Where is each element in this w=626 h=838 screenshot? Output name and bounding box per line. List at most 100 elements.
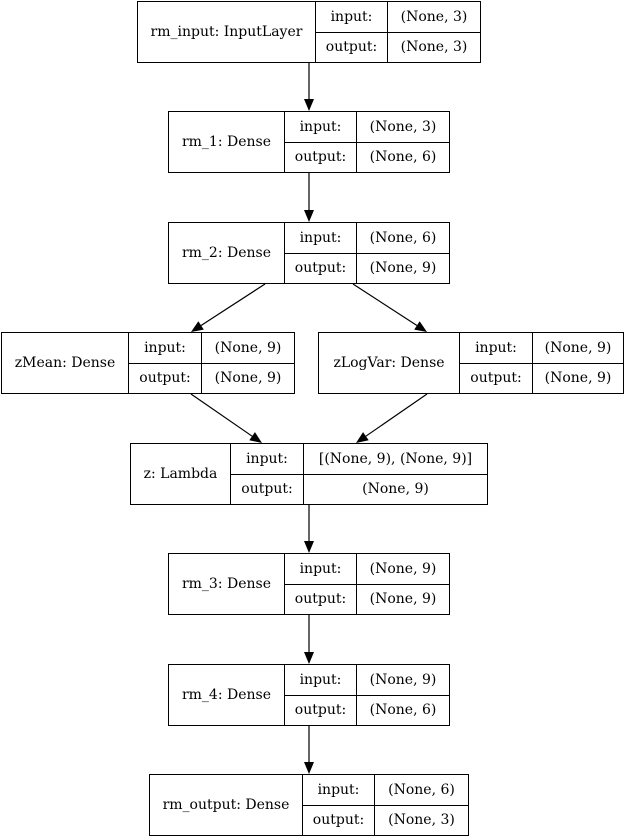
edge-line <box>365 393 428 437</box>
arrowhead-icon <box>191 321 204 332</box>
arrowhead-icon <box>304 541 314 553</box>
edge-line <box>190 393 253 437</box>
input-label: input: <box>285 112 357 142</box>
output-label: output: <box>285 695 357 725</box>
input-shape: (None, 6) <box>369 229 437 246</box>
output-label: output: <box>460 363 533 393</box>
output-label: output: <box>316 32 388 62</box>
input-label: input: <box>285 554 357 584</box>
output-row: output: (None, 6) <box>285 694 449 725</box>
output-shape: (None, 3) <box>388 812 455 829</box>
edge-rm-2-to-zlogvar <box>352 283 427 332</box>
edge-rm-input-to-rm-1 <box>304 63 314 111</box>
input-shape: (None, 9) <box>214 339 282 356</box>
output-label: output: <box>129 363 202 393</box>
input-shape: (None, 6) <box>388 781 455 798</box>
layer-ports: input: (None, 3) output: (None, 3) <box>316 2 480 62</box>
edge-rm-2-to-zmean <box>191 283 266 332</box>
layer-name: rm_input: InputLayer <box>138 2 316 62</box>
input-row: input: (None, 3) <box>316 2 480 32</box>
layer-name: rm_output: Dense <box>150 775 303 835</box>
output-label: output: <box>285 253 357 283</box>
output-shape: (None, 9) <box>362 481 429 498</box>
layer-ports: input: (None, 9) output: (None, 6) <box>285 665 449 725</box>
input-row: input: (None, 9) <box>460 333 623 363</box>
output-row: output: (None, 3) <box>316 31 480 62</box>
output-row: output: (None, 9) <box>460 362 623 393</box>
input-label: input: <box>231 444 304 474</box>
arrowhead-icon <box>304 762 314 774</box>
layer-name: rm_2: Dense <box>169 223 285 283</box>
input-row: input: (None, 6) <box>285 223 449 253</box>
input-row: input: (None, 9) <box>285 665 449 695</box>
layer-ports: input: (None, 9) output:(None, 9) <box>129 333 294 393</box>
layer-name: z: Lambda <box>131 444 231 504</box>
arrowhead-icon <box>304 99 314 111</box>
layer-ports: input: (None, 6) output:(None, 9) <box>285 223 449 283</box>
input-label: input: <box>129 333 202 363</box>
arrowhead-icon <box>356 432 369 443</box>
input-row: input: (None, 6) <box>303 775 468 805</box>
output-row: output: (None, 3) <box>303 804 468 835</box>
layer-name: rm_1: Dense <box>169 112 285 172</box>
output-shape: (None, 9) <box>369 591 437 608</box>
layer-name: rm_3: Dense <box>169 554 285 614</box>
edge-zlogvar-to-z <box>356 393 428 443</box>
input-shape: (None, 3) <box>369 118 437 135</box>
input-shape: (None, 9) <box>369 560 437 577</box>
input-shape: (None, 9) <box>544 339 612 356</box>
output-shape: (None, 6) <box>369 149 437 166</box>
output-row: output: (None, 6) <box>285 141 449 172</box>
input-shape: (None, 9) <box>369 671 437 688</box>
input-label: input: <box>285 223 357 253</box>
output-row: output:(None, 9) <box>129 362 294 393</box>
layer-ports: input: (None, 9) output: (None, 9) <box>460 333 623 393</box>
input-label: input: <box>460 333 533 363</box>
input-shape: [(None, 9), (None, 9)] <box>318 450 473 467</box>
layer-ports: input: [(None, 9), (None, 9)] output: (None… <box>231 444 487 504</box>
edge-line <box>352 283 418 326</box>
edge-z-to-rm-3 <box>304 505 314 553</box>
layer-ports: input: (None, 9) output: (None, 9) <box>285 554 449 614</box>
arrowhead-icon <box>414 321 427 332</box>
edge-rm-4-to-rm-output <box>304 726 314 774</box>
output-shape: (None, 3) <box>400 39 468 56</box>
layer-name: zMean: Dense <box>2 333 129 393</box>
output-label: output: <box>303 805 375 835</box>
input-row: input: (None, 9) <box>285 554 449 584</box>
arrowhead-icon <box>249 432 262 443</box>
input-row: input: (None, 9) <box>129 333 294 363</box>
edge-line <box>200 283 266 326</box>
layer-ports: input: (None, 6) output: (None, 3) <box>303 775 468 835</box>
output-label: output: <box>285 142 357 172</box>
output-shape: (None, 6) <box>369 702 437 719</box>
layer-name: zLogVar: Dense <box>319 333 460 393</box>
output-label: output: <box>285 584 357 614</box>
input-row: input: (None, 3) <box>285 112 449 142</box>
arrowhead-icon <box>304 652 314 664</box>
output-row: output: (None, 9) <box>285 583 449 614</box>
input-shape: (None, 3) <box>400 8 468 25</box>
edge-zmean-to-z <box>190 393 262 443</box>
edge-rm-3-to-rm-4 <box>304 615 314 664</box>
output-shape: (None, 9) <box>544 370 612 387</box>
output-label: output: <box>231 474 304 504</box>
arrowhead-icon <box>304 210 314 222</box>
edge-rm-1-to-rm-2 <box>304 173 314 222</box>
input-label: input: <box>316 2 388 32</box>
layer-name: rm_4: Dense <box>169 665 285 725</box>
input-label: input: <box>303 775 375 805</box>
output-row: output:(None, 9) <box>285 252 449 283</box>
input-row: input: [(None, 9), (None, 9)] <box>231 444 487 474</box>
input-label: input: <box>285 665 357 695</box>
output-row: output: (None, 9) <box>231 473 487 504</box>
